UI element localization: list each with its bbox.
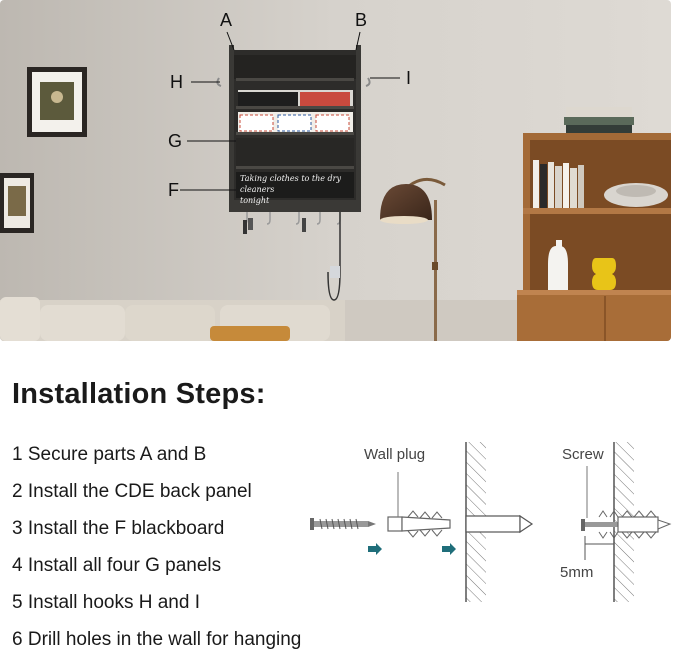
blackboard-line-1: Taking clothes to the dry cleaners xyxy=(240,174,341,194)
label-h: H xyxy=(170,72,183,92)
step-item: 6 Drill holes in the wall for hanging xyxy=(12,629,302,650)
framed-picture xyxy=(27,67,87,137)
step-item: 3 Install the F blackboard xyxy=(12,518,225,539)
label-b: B xyxy=(355,10,368,30)
wall-plug-label: Wall plug xyxy=(364,446,426,463)
label-i: I xyxy=(406,68,412,88)
screw-label: Screw xyxy=(562,446,604,463)
bookshelf xyxy=(517,107,671,341)
sofa xyxy=(0,297,345,341)
installation-diagram: Wall plug Screw 5mm xyxy=(300,432,679,617)
floor-lamp xyxy=(380,177,446,341)
wall-organizer xyxy=(216,45,371,301)
drilled-hole xyxy=(465,514,534,534)
blackboard-line-2: tonight xyxy=(240,196,270,205)
steps-list: 1 Secure parts A and B 2 Install the CDE… xyxy=(12,442,301,664)
label-a: A xyxy=(220,10,233,30)
label-g: G xyxy=(168,131,183,151)
step-item: 1 Secure parts A and B xyxy=(12,444,207,465)
label-f: F xyxy=(168,180,179,200)
callout-lines xyxy=(180,31,400,191)
blackboard xyxy=(236,172,354,198)
depth-label: 5mm xyxy=(560,564,594,581)
step-item: 5 Install hooks H and I xyxy=(12,592,200,613)
product-photo: A B H I G F Taking clothes to the dry cl… xyxy=(0,0,671,341)
blackboard-text: Taking clothes to the dry cleaners tonig… xyxy=(240,173,354,206)
installed-screw-icon xyxy=(581,466,672,560)
wall-plug-icon xyxy=(387,472,451,538)
step-item: 4 Install all four G panels xyxy=(12,555,222,576)
page-title: Installation Steps: xyxy=(12,378,266,410)
step-item: 2 Install the CDE back panel xyxy=(12,481,252,502)
arrow-icon xyxy=(442,543,456,555)
arrow-icon xyxy=(368,543,382,555)
screw-icon xyxy=(310,518,376,530)
framed-picture-small xyxy=(0,173,34,233)
